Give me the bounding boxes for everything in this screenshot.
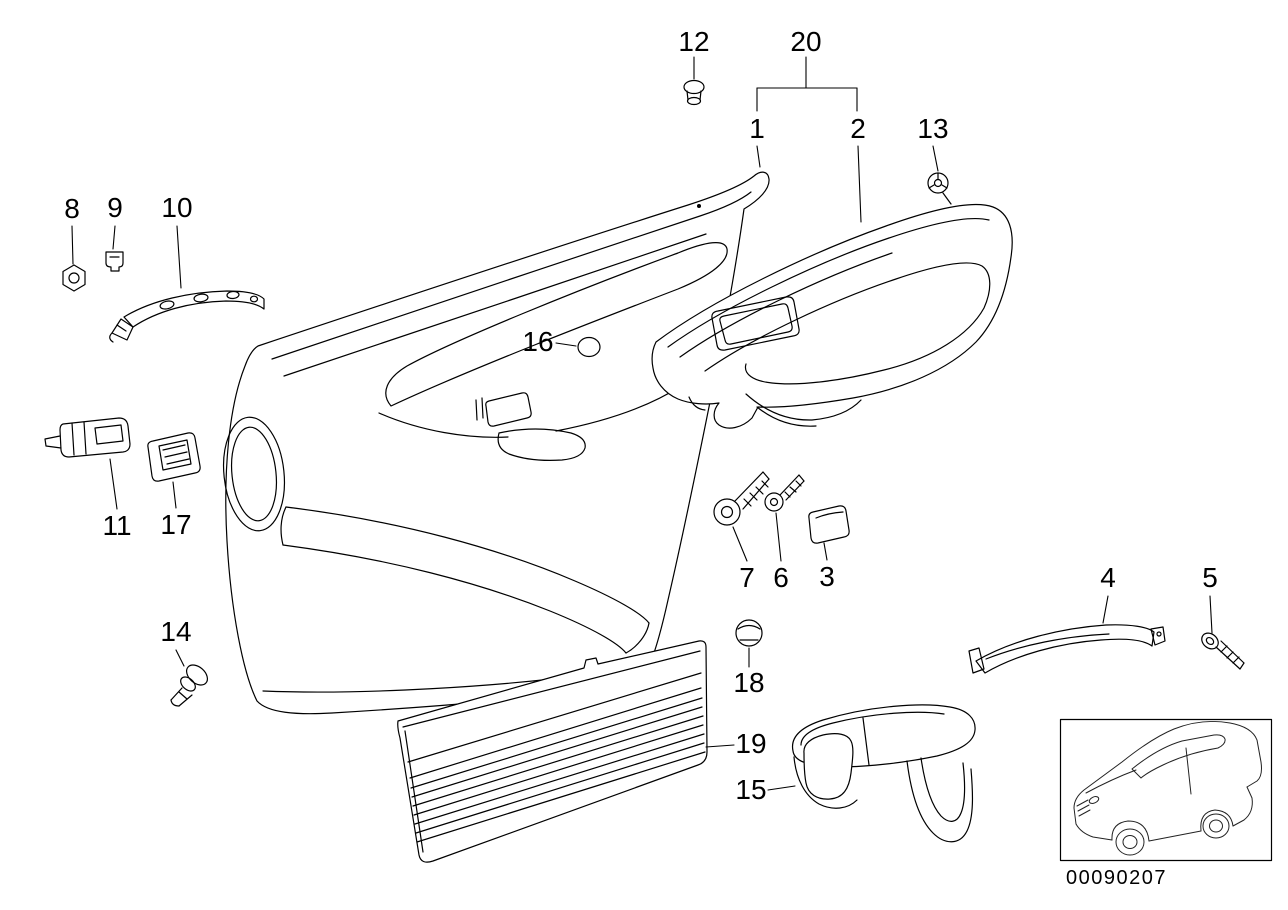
callout-2: 2: [850, 113, 866, 144]
callout-10: 10: [161, 192, 193, 223]
callout-15: 15: [735, 774, 767, 805]
bracket-10-drawing: [109, 290, 265, 343]
car-sketch: [1073, 721, 1262, 856]
fastener-13-drawing: [927, 172, 952, 205]
callout-20-bracket: [756, 56, 858, 112]
callout-8: 8: [64, 193, 80, 224]
callout-5: 5: [1202, 562, 1218, 593]
callout-7: 7: [739, 562, 755, 593]
handle-trim-4-drawing: [968, 624, 1166, 674]
callout-14: 14: [160, 616, 192, 647]
nut-8-drawing: [62, 264, 86, 292]
cap-3-drawing: [808, 505, 850, 544]
car-inset: [1059, 718, 1273, 862]
callout-12: 12: [678, 26, 710, 57]
screw-7-drawing: [713, 471, 770, 526]
callout-17: 17: [160, 509, 192, 540]
screw-6-drawing: [764, 474, 805, 512]
callout-1: 1: [749, 113, 765, 144]
callout-3: 3: [819, 561, 835, 592]
callout-18: 18: [733, 667, 765, 698]
door-pocket-drawing: [397, 640, 708, 863]
speaker-oval: [222, 416, 286, 532]
callout-16: 16: [522, 326, 554, 357]
drawing-code: 00090207: [1066, 867, 1167, 889]
armrest-recess: [711, 296, 800, 351]
door-pull-cup-drawing: [791, 704, 976, 843]
callout-4: 4: [1100, 562, 1116, 593]
callout-9: 9: [107, 192, 123, 223]
callout-13: 13: [917, 113, 949, 144]
clip-17-drawing: [147, 432, 201, 482]
leader-lines: [71, 56, 1213, 791]
clip-9-drawing: [105, 251, 124, 272]
door-trim-panel-drawing: [222, 171, 770, 715]
bracket-11-drawing: [44, 417, 131, 458]
cap-18-drawing: [735, 619, 763, 647]
screw-5-drawing: [1201, 632, 1245, 670]
callout-11: 11: [102, 510, 132, 541]
callout-20: 20: [790, 26, 822, 57]
rivet-14-drawing: [170, 664, 209, 707]
callout-19: 19: [735, 728, 767, 759]
grommet-12-drawing: [683, 79, 705, 106]
pocket-ribbing: [409, 687, 706, 843]
callout-6: 6: [773, 562, 789, 593]
grommet-16-drawing: [577, 336, 601, 358]
armrest-panel-drawing: [651, 203, 1013, 429]
